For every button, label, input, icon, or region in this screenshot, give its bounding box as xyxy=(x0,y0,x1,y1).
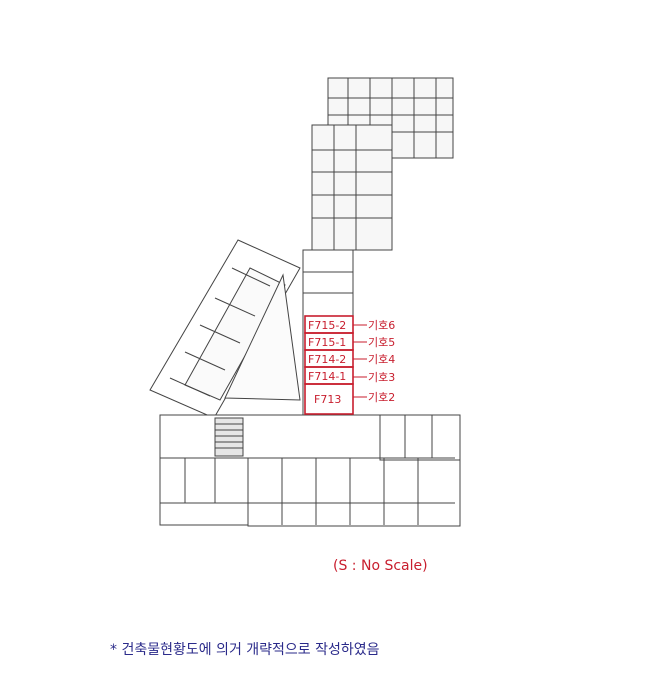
callout-label-6: 기호6 xyxy=(368,319,395,332)
unit-box-f714-1: F714-1 xyxy=(304,366,354,385)
callout-label-2: 기호2 xyxy=(368,391,395,404)
unit-label-f715-2: F715-2 xyxy=(308,319,346,332)
building-outline xyxy=(149,77,461,527)
footnote: * 건축물현황도에 의거 개략적으로 작성하였음 xyxy=(110,642,380,658)
unit-box-f715-1: F715-1 xyxy=(304,332,354,351)
unit-label-f714-1: F714-1 xyxy=(308,370,346,383)
callout-label-4: 기호4 xyxy=(368,353,395,366)
unit-box-f714-2: F714-2 xyxy=(304,349,354,368)
scale-note: (S : No Scale) xyxy=(333,558,428,574)
unit-label-f713: F713 xyxy=(314,393,341,406)
unit-box-f715-2: F715-2 xyxy=(304,315,354,334)
callout-label-3: 기호3 xyxy=(368,371,395,384)
unit-box-f713: F713 xyxy=(304,383,354,415)
callout-leaders xyxy=(353,324,367,398)
callout-label-5: 기호5 xyxy=(368,336,395,349)
unit-label-f714-2: F714-2 xyxy=(308,353,346,366)
unit-label-f715-1: F715-1 xyxy=(308,336,346,349)
